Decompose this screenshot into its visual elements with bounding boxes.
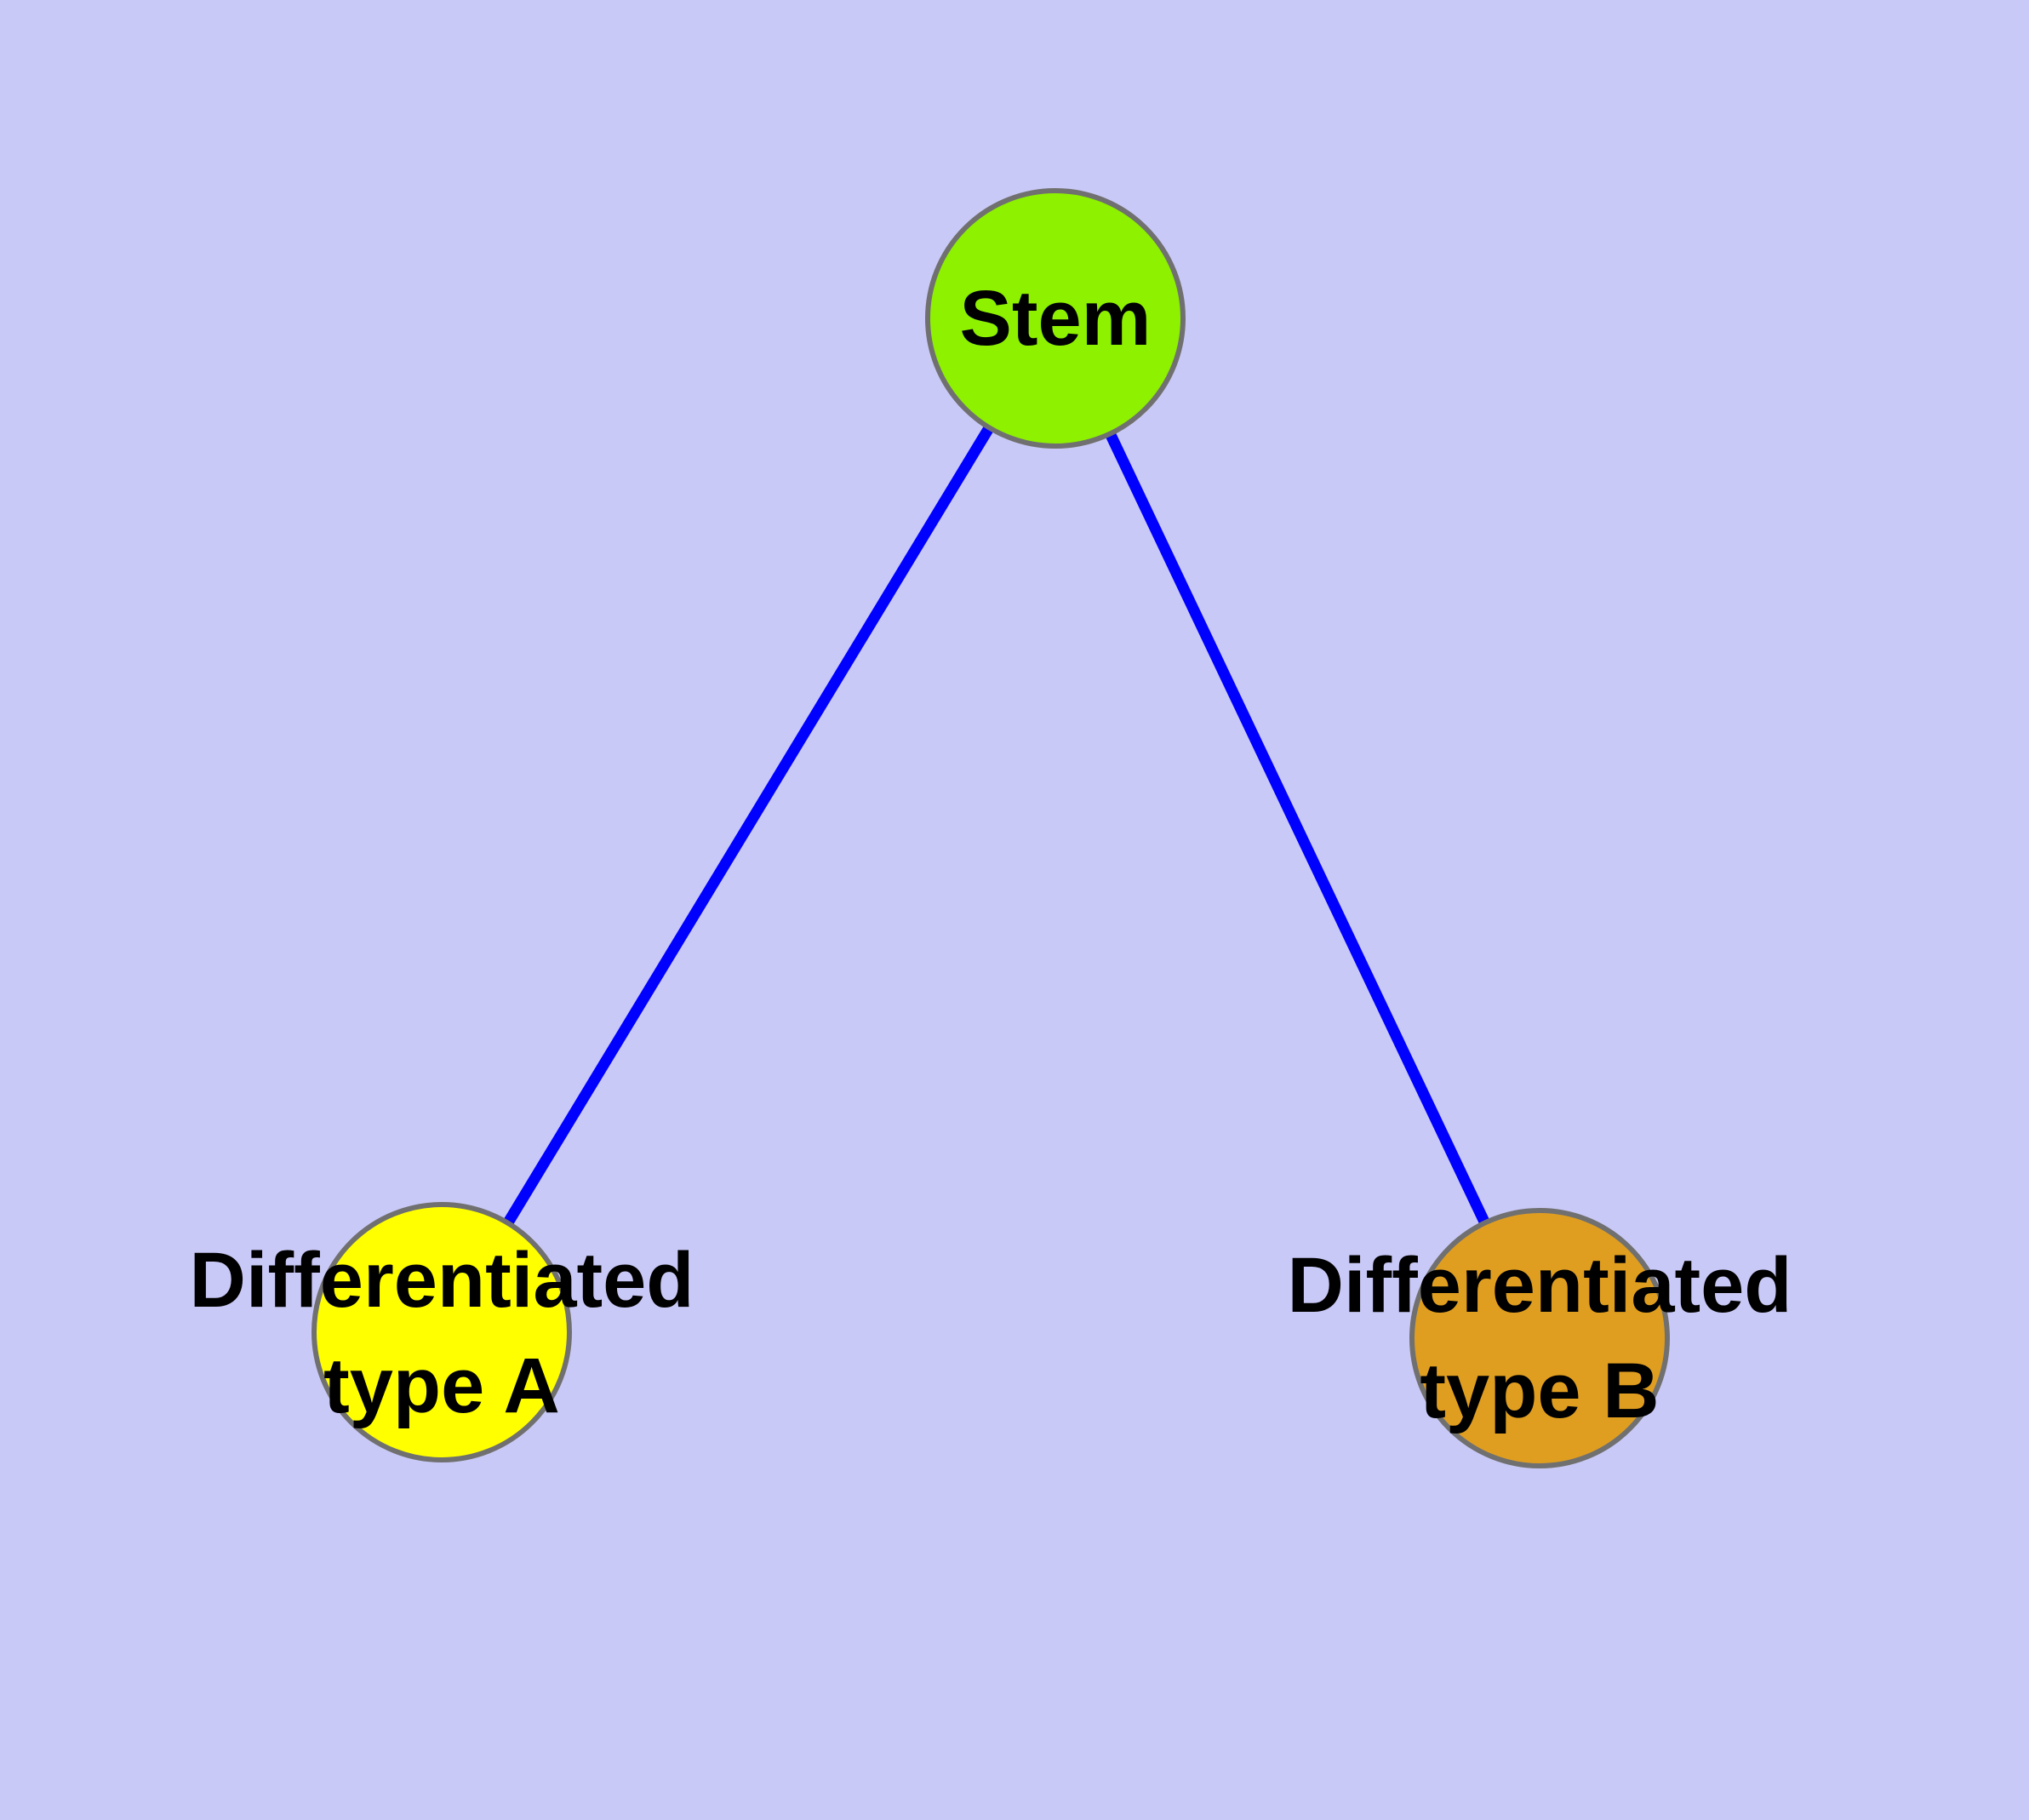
edge-stem-to-type-b bbox=[1050, 316, 1545, 1341]
node-type-a-circle bbox=[311, 1202, 572, 1462]
edge-stem-to-type-a bbox=[437, 315, 1060, 1336]
node-stem-circle bbox=[925, 188, 1186, 449]
node-type-b-circle bbox=[1409, 1208, 1670, 1468]
